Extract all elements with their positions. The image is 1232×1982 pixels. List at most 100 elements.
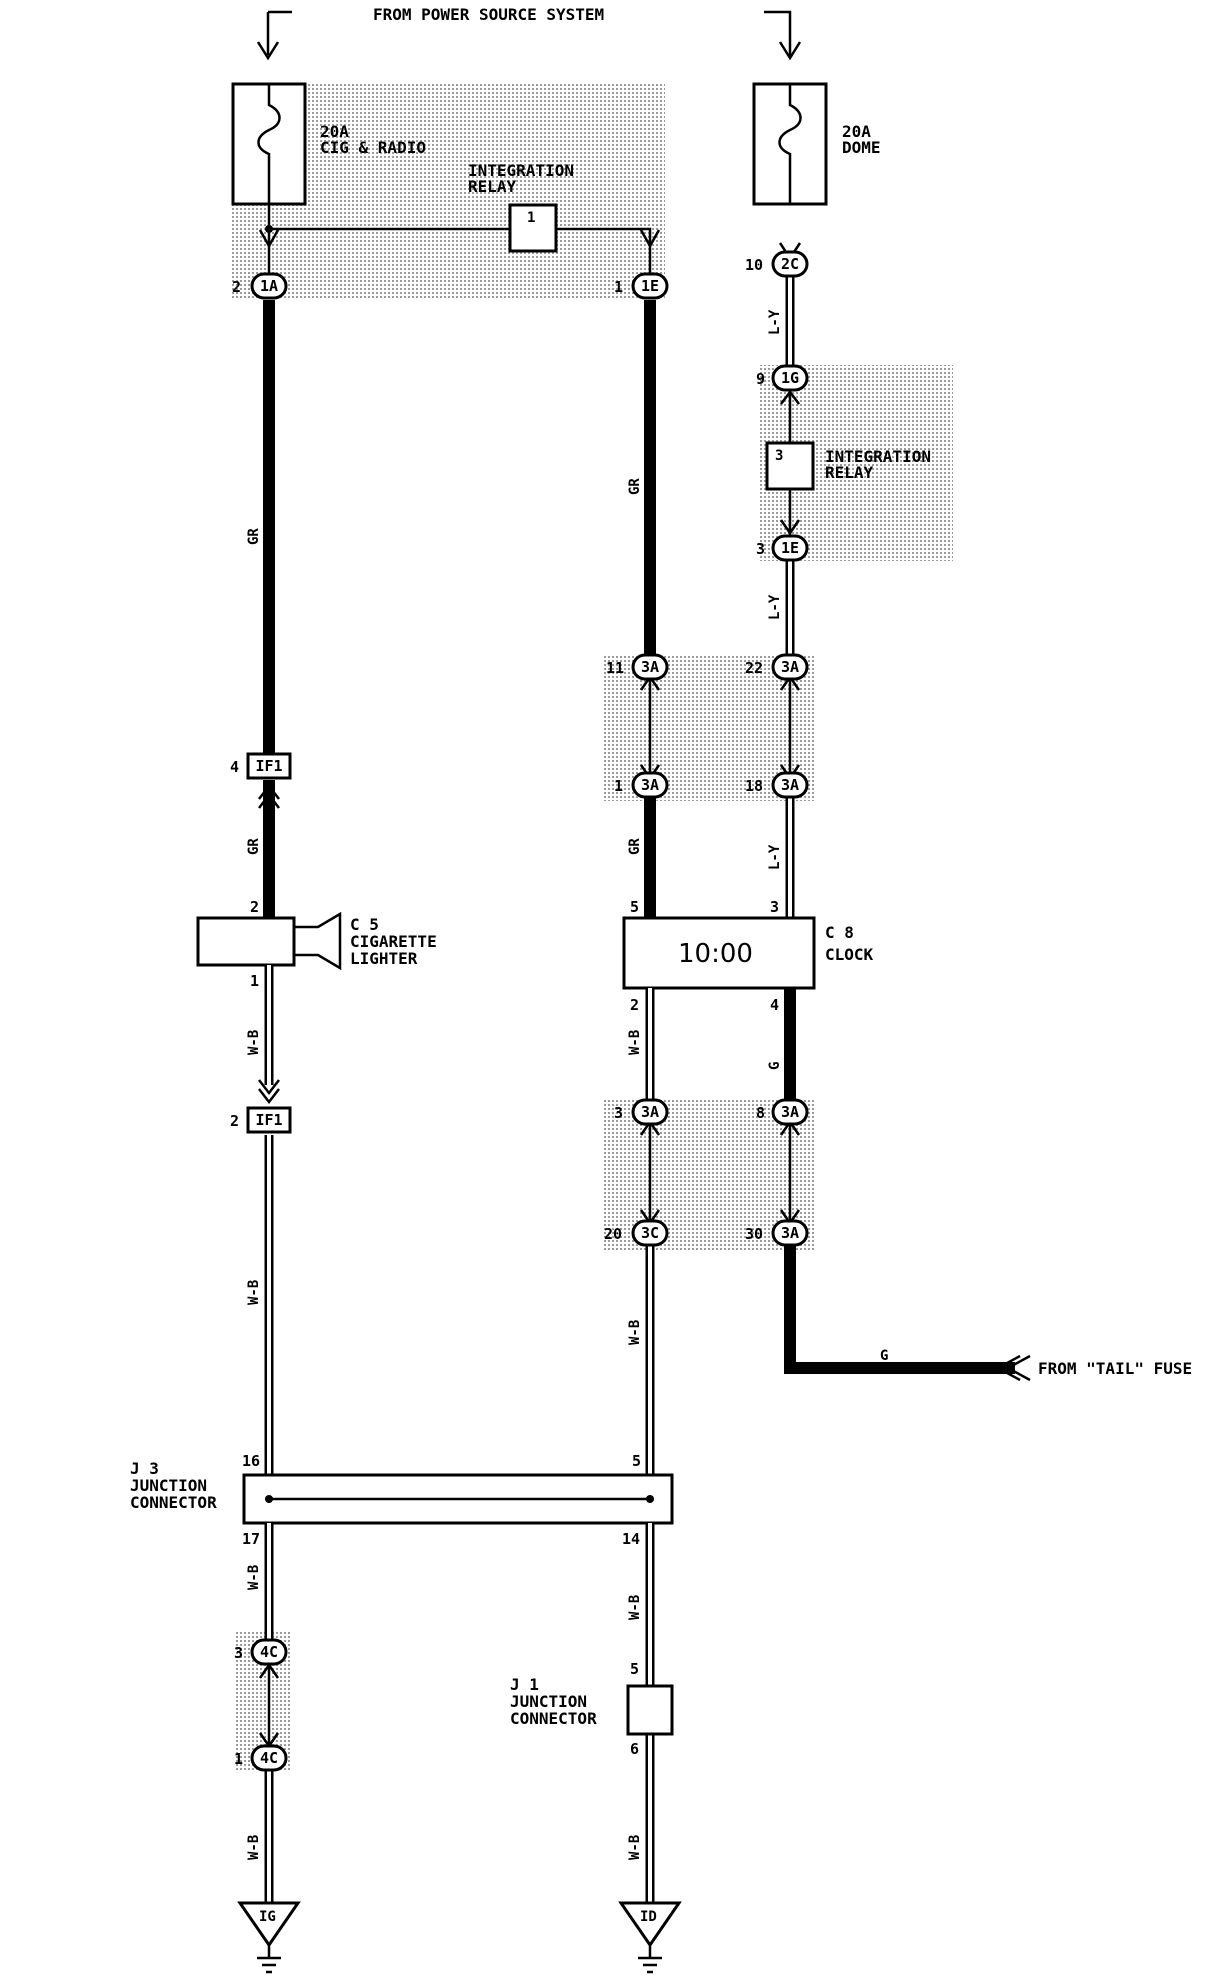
lighter-pin-top: 2 <box>250 898 259 916</box>
wire-color-w6: GR <box>627 838 643 855</box>
svg-text:3A: 3A <box>641 776 659 794</box>
wire-color-w12: W-B <box>627 1320 643 1345</box>
wire-color-w14: W-B <box>627 1595 643 1620</box>
j1-pin-5: 5 <box>630 1660 639 1678</box>
svg-text:2C: 2C <box>781 255 799 273</box>
wire-color-w2: GR <box>627 478 643 495</box>
source-arrow-left-icon <box>256 41 280 61</box>
relay-2-label-2: RELAY <box>825 463 874 482</box>
wire-color-w11: G <box>767 1062 783 1070</box>
wire-color-w17: G <box>880 1348 888 1364</box>
svg-text:3A: 3A <box>781 776 799 794</box>
tail-arrow-icon <box>995 1354 1031 1382</box>
connector-c17: 4C 1 <box>234 1744 288 1772</box>
source-label: FROM POWER SOURCE SYSTEM <box>373 5 604 24</box>
clock-ref: C 8 <box>825 923 854 942</box>
fuse-element-dome-icon <box>778 84 802 204</box>
svg-text:30: 30 <box>745 1225 763 1243</box>
connector-c14: 3C 20 <box>604 1219 669 1247</box>
connector-c12: 3A 3 <box>614 1098 669 1126</box>
j3-name-2: CONNECTOR <box>130 1493 217 1512</box>
wire-color-w1: GR <box>246 528 262 545</box>
source-wire-right <box>764 10 792 58</box>
connector-c10: IF1 4 <box>230 752 292 780</box>
source-arrow-right-icon <box>778 41 802 61</box>
svg-text:18: 18 <box>745 777 763 795</box>
svg-text:4C: 4C <box>260 1749 278 1767</box>
connector-c11: IF1 2 <box>230 1106 292 1134</box>
svg-text:2: 2 <box>230 1112 239 1130</box>
ground-id-code: ID <box>640 1909 657 1925</box>
relay-2-pin: 3 <box>775 448 783 464</box>
ground-id-icon <box>638 1945 662 1974</box>
j3-ref: J 3 <box>130 1459 159 1478</box>
wire-relay-out <box>556 227 652 287</box>
j3-pin-16: 16 <box>242 1452 260 1470</box>
wire-w17 <box>784 1245 1015 1374</box>
connector-c13: 3A 8 <box>756 1098 809 1126</box>
svg-text:1: 1 <box>234 1750 243 1768</box>
svg-text:20: 20 <box>604 1225 622 1243</box>
clock-pin-3: 3 <box>770 898 779 916</box>
connector-c16: 4C 3 <box>234 1638 288 1666</box>
svg-text:11: 11 <box>606 659 624 677</box>
relay-2-label-1: INTEGRATION <box>825 447 931 466</box>
svg-text:1E: 1E <box>641 277 659 295</box>
lighter-ref: C 5 <box>350 915 379 934</box>
j1-name-2: CONNECTOR <box>510 1709 597 1728</box>
clock-pin-5: 5 <box>630 898 639 916</box>
svg-text:3A: 3A <box>781 1224 799 1242</box>
svg-text:1: 1 <box>614 278 623 296</box>
clock-display: 10:00 <box>678 939 753 969</box>
connector-c6: 3A 11 <box>606 653 669 681</box>
clock-pin-4: 4 <box>770 996 779 1014</box>
j1-junction-connector <box>626 1684 674 1736</box>
svg-text:3A: 3A <box>641 1103 659 1121</box>
cigarette-lighter <box>196 916 296 967</box>
clock-name: CLOCK <box>825 945 874 964</box>
connector-c1: 1A 2 <box>232 272 288 300</box>
svg-text:IF1: IF1 <box>255 757 282 775</box>
clock <box>622 916 816 990</box>
wire-color-w15: W-B <box>246 1835 262 1860</box>
lighter-name-2: LIGHTER <box>350 949 418 968</box>
wire-color-w10: W-B <box>246 1280 262 1305</box>
connector-c5: 1E 3 <box>756 534 809 562</box>
svg-text:4C: 4C <box>260 1643 278 1661</box>
svg-text:1: 1 <box>614 777 623 795</box>
wire-color-w5: GR <box>246 838 262 855</box>
wire-color-w13: W-B <box>246 1565 262 1590</box>
ground-ig <box>237 1901 301 1948</box>
ground-ig-code: IG <box>259 1909 276 1925</box>
j3-pin-5: 5 <box>632 1452 641 1470</box>
relay-1-label-2: RELAY <box>468 177 517 196</box>
j1-name-1: JUNCTION <box>510 1692 587 1711</box>
j1-ref: J 1 <box>510 1675 539 1694</box>
svg-text:3A: 3A <box>781 658 799 676</box>
connector-c8: 3A 1 <box>614 771 669 799</box>
wire-color-w4: L-Y <box>767 594 783 620</box>
fuse-cig-amp: 20A <box>320 122 349 141</box>
relay-1-label-1: INTEGRATION <box>468 161 574 180</box>
arrow-down-icon <box>258 229 280 249</box>
svg-text:3A: 3A <box>781 1103 799 1121</box>
svg-text:3C: 3C <box>641 1224 659 1242</box>
svg-text:8: 8 <box>756 1104 765 1122</box>
splice-dot <box>265 1495 273 1503</box>
svg-text:1E: 1E <box>781 539 799 557</box>
svg-text:IF1: IF1 <box>255 1111 282 1129</box>
connector-c15: 3A 30 <box>745 1219 809 1247</box>
lighter-pin-bottom: 1 <box>250 972 259 990</box>
lighter-element-icon <box>294 911 342 971</box>
wire-color-w7: L-Y <box>767 844 783 870</box>
svg-text:1A: 1A <box>260 277 278 295</box>
j1-pin-6: 6 <box>630 1740 639 1758</box>
j3-pin-17: 17 <box>242 1530 260 1548</box>
connector-arrow-up-icon <box>258 783 280 809</box>
svg-text:22: 22 <box>745 659 763 677</box>
svg-text:3: 3 <box>756 540 765 558</box>
ground-id <box>618 1901 682 1948</box>
connector-arrow-down-icon <box>258 1079 280 1105</box>
svg-text:3: 3 <box>614 1104 623 1122</box>
connector-c7: 3A 22 <box>745 653 809 681</box>
